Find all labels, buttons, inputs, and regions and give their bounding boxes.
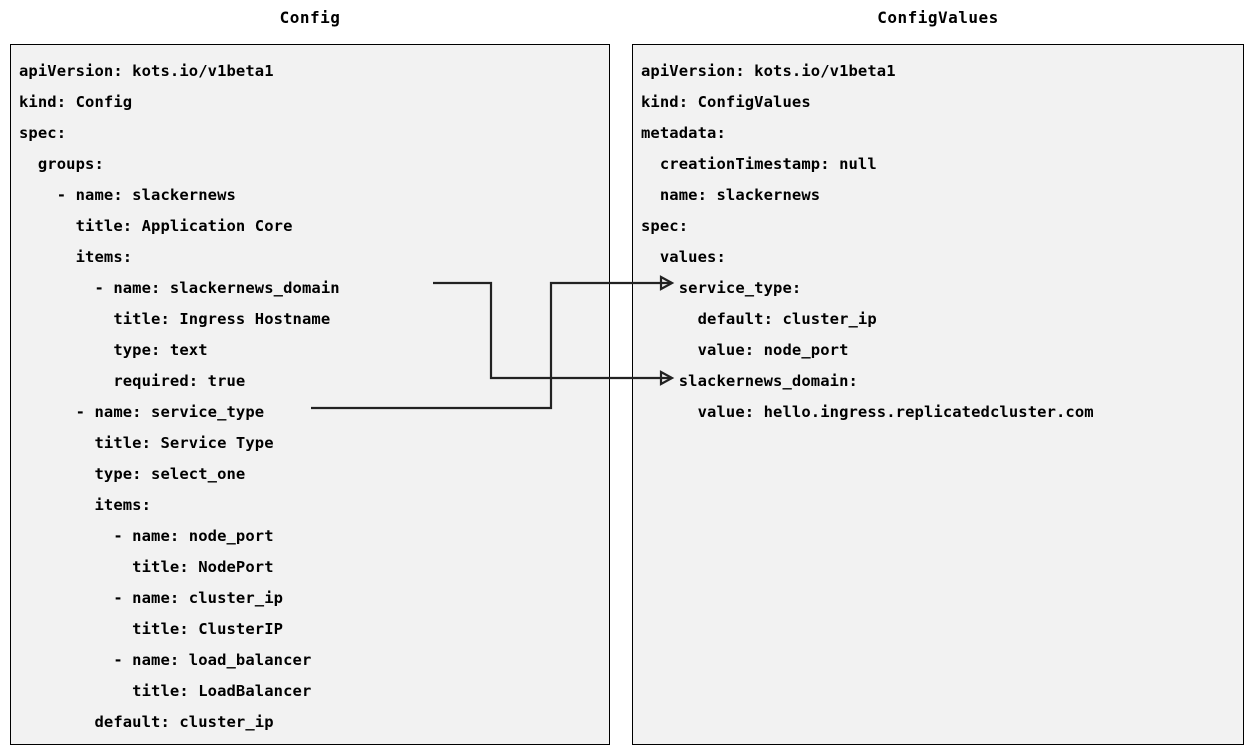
config-panel-title: Config [279,8,341,27]
configvalues-panel-title: ConfigValues [877,8,999,27]
configvalues-yaml-lines: apiVersion: kots.io/v1beta1 kind: ConfigV… [633,45,1243,428]
code-line: required: true [19,372,246,390]
code-line: groups: [19,155,104,173]
code-line: name: slackernews [641,186,821,204]
code-line: default: cluster_ip [19,713,274,731]
code-line: items: [19,496,152,514]
config-yaml-panel: apiVersion: kots.io/v1beta1 kind: Config s… [10,44,610,745]
code-line: items: [19,248,133,266]
code-line: title: Ingress Hostname [19,310,331,328]
code-line: title: Application Core [19,217,293,235]
code-line: - name: cluster_ip [19,589,284,607]
code-line: type: select_one [19,465,246,483]
code-line: kind: Config [19,93,133,111]
code-line: - name: service_type [19,403,265,421]
code-line: title: LoadBalancer [19,682,312,700]
code-line: spec: [641,217,689,235]
code-line: spec: [19,124,67,142]
code-line: creationTimestamp: null [641,155,877,173]
code-line: kind: ConfigValues [641,93,811,111]
code-line: metadata: [641,124,726,142]
code-line: apiVersion: kots.io/v1beta1 [641,62,896,80]
code-line: - name: slackernews_domain [19,279,340,297]
code-line: type: text [19,341,208,359]
code-line: title: NodePort [19,558,274,576]
code-line: slackernews_domain: [641,372,858,390]
code-line: value: hello.ingress.replicatedcluster.c… [641,403,1094,421]
code-line: - name: load_balancer [19,651,312,669]
code-line: title: ClusterIP [19,620,284,638]
code-line: - name: slackernews [19,186,236,204]
code-line: - name: node_port [19,527,274,545]
code-line: default: cluster_ip [641,310,877,328]
code-line: service_type: [641,279,802,297]
code-line: value: node_port [641,341,849,359]
code-line: apiVersion: kots.io/v1beta1 [19,62,274,80]
code-line: title: Service Type [19,434,274,452]
code-line: values: [641,248,726,266]
config-yaml-lines: apiVersion: kots.io/v1beta1 kind: Config s… [11,45,609,738]
configvalues-yaml-panel: apiVersion: kots.io/v1beta1 kind: ConfigV… [632,44,1244,745]
